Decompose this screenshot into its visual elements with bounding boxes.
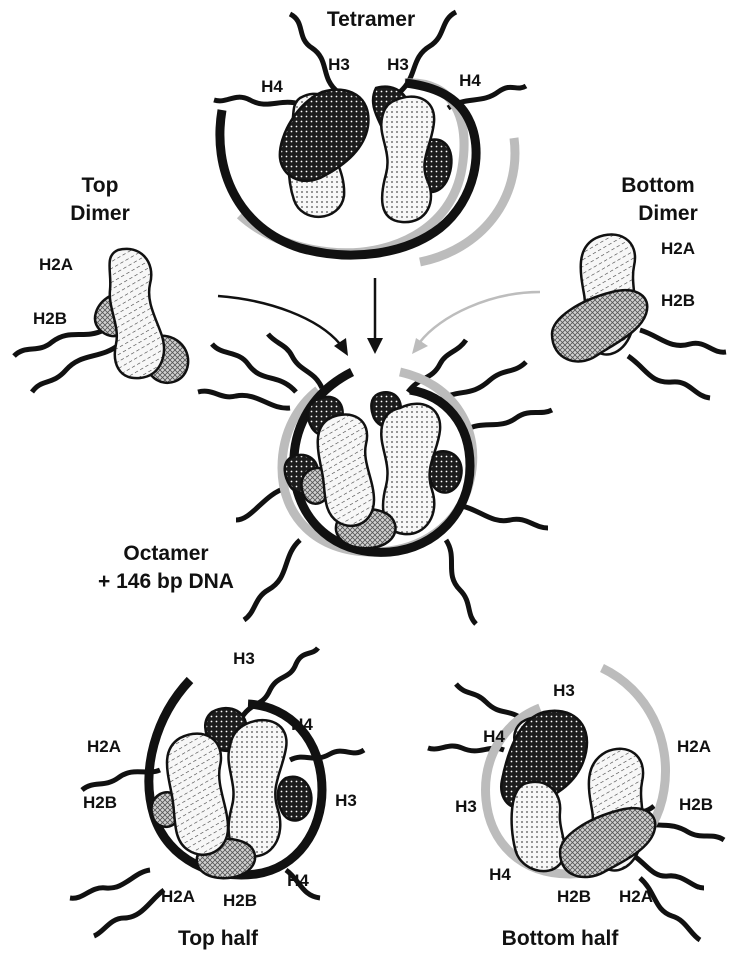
bottom-half-tail-4 [626, 852, 704, 888]
top-half-label-h2b-left: H2B [83, 793, 117, 812]
bottom-half-label-h3-top: H3 [553, 681, 575, 700]
octamer-tail-6 [466, 410, 552, 430]
octamer-tail-5 [440, 362, 526, 400]
tetramer-label-h4-left: H4 [261, 77, 283, 96]
top-dimer-group: Top Dimer H2A H2B [14, 174, 188, 392]
octamer-tail-8 [446, 540, 476, 624]
arrow-from-bottom-dimer [420, 292, 540, 342]
top-half-title: Top half [178, 927, 259, 950]
octamer-tail-4 [244, 540, 300, 620]
bottom-half-label-h2a-right: H2A [677, 737, 711, 756]
bottom-half-label-h3-left: H3 [455, 797, 477, 816]
tetramer-group: Tetramer H3 H3 H4 H4 [214, 8, 526, 262]
bottom-half-label-h4-bottom: H4 [489, 865, 511, 884]
octamer-title-line2: + 146 bp DNA [98, 570, 234, 593]
bottom-half-label-h2b-bottom: H2B [557, 887, 591, 906]
top-half-group: H3 H4 H3 H4 H2A H2B H2A H2B Top half [70, 648, 364, 950]
bottom-half-h4 [512, 782, 565, 871]
bottom-half-label-h2b-right: H2B [679, 795, 713, 814]
bottom-dimer-group: Bottom Dimer H2A H2B [552, 174, 726, 398]
octamer-tail-1 [212, 344, 296, 392]
arrow-from-tetramer-head [367, 338, 383, 354]
top-half-label-h3-top: H3 [233, 649, 255, 668]
top-half-tail-4 [70, 870, 150, 898]
bottom-dimer-title-line2: Dimer [638, 202, 698, 225]
top-half-label-h2b-bottom: H2B [223, 891, 257, 910]
tetramer-title: Tetramer [327, 8, 415, 31]
tetramer-tail-left-lower [214, 97, 300, 104]
top-half-tail-2 [290, 750, 364, 760]
bottom-dimer-tail-1 [640, 330, 726, 352]
bottom-half-group: H3 H4 H3 H4 H2A H2B H2B H2A Bottom half [428, 668, 724, 950]
top-dimer-title-line1: Top [82, 174, 119, 197]
bottom-half-tail-1 [456, 684, 524, 720]
top-half-h2a [167, 734, 228, 855]
top-dimer-h2a [110, 249, 164, 378]
bottom-half-title: Bottom half [502, 927, 620, 950]
top-dimer-tail-2 [32, 344, 120, 392]
bottom-dimer-label-h2b: H2B [661, 291, 695, 310]
top-dimer-title-line2: Dimer [70, 202, 130, 225]
assembly-arrows [218, 278, 540, 356]
tetramer-label-h4-right: H4 [459, 71, 481, 90]
top-half-label-h4-top: H4 [291, 715, 313, 734]
top-dimer-label-h2b: H2B [33, 309, 67, 328]
top-half-h3-right [278, 777, 312, 821]
bottom-dimer-h2b [552, 290, 647, 361]
top-half-tail-5 [94, 890, 164, 936]
top-dimer-tail-1 [14, 330, 104, 356]
tetramer-label-h3-right: H3 [387, 55, 409, 74]
top-dimer-label-h2a: H2A [39, 255, 73, 274]
octamer-tail-2 [198, 391, 290, 408]
octamer-h2a [318, 414, 374, 525]
bottom-dimer-tail-2 [628, 356, 710, 398]
bottom-half-label-h4-top: H4 [483, 727, 505, 746]
bottom-half-label-h2a-bottom: H2A [619, 887, 653, 906]
arrow-from-top-dimer [218, 296, 340, 344]
top-half-label-h4-bottom: H4 [287, 871, 309, 890]
bottom-dimer-label-h2a: H2A [661, 239, 695, 258]
bottom-dimer-title-line1: Bottom [621, 174, 694, 197]
bottom-half-h2b [560, 808, 655, 877]
octamer-tail-7 [462, 506, 548, 528]
octamer-title-line1: Octamer [123, 542, 208, 565]
tetramer-label-h3-left: H3 [328, 55, 350, 74]
tetramer-h4-right [381, 97, 434, 222]
top-half-label-h3-right: H3 [335, 791, 357, 810]
top-half-label-h2a-bottom: H2A [161, 887, 195, 906]
octamer-tail-3 [236, 488, 286, 520]
top-half-label-h2a-left: H2A [87, 737, 121, 756]
